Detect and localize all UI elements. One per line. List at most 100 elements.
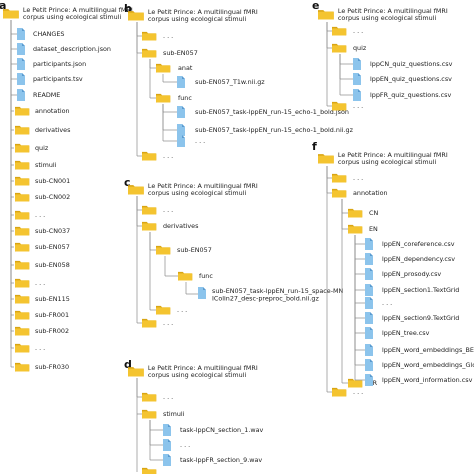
folder-icon [15, 125, 30, 135]
folder-icon [15, 362, 30, 372]
tree-item-label: . . . [353, 102, 363, 110]
folder-icon [156, 245, 171, 255]
tree-item-label: CN [369, 209, 378, 217]
tree-item-label: . . . [353, 388, 363, 396]
file-icon [17, 89, 25, 101]
file-icon [365, 359, 373, 371]
folder-icon [348, 208, 363, 218]
tree-item-label: . . . [163, 152, 173, 160]
tree-item-label: lppEN_word_information.csv [382, 376, 473, 384]
tree-item-label: lppEN_section1.TextGrid [382, 286, 459, 294]
tree-item-label: dataset_description.json [33, 45, 111, 53]
tree-item-label: sub-FR030 [35, 363, 69, 371]
file-icon [163, 439, 171, 451]
folder-icon [15, 310, 30, 320]
folder-icon [142, 31, 157, 41]
tree-item-label: . . . [353, 27, 363, 35]
root-title-line1: Le Petit Prince: A multilingual fMRI [148, 8, 258, 16]
tree-item-label: . . . [180, 441, 190, 449]
tree-item-label: lppEN_section9.TextGrid [382, 314, 459, 322]
panel-b-label: b [124, 2, 132, 15]
tree-item-label: lppEN_word_embeddings_GloVe.csv [382, 361, 474, 369]
tree-item-label: sub-EN057 [163, 49, 198, 57]
root-title-line1: Le Petit Prince: A multilingual fMRI [148, 364, 258, 372]
tree-item-label: annotation [35, 107, 70, 115]
tree-item-label: quiz [35, 144, 49, 152]
tree-item-label: . . . [163, 206, 173, 214]
tree-item-label: lppFR_quiz_questions.csv [370, 91, 451, 99]
root-folder-icon [128, 367, 144, 377]
folder-icon [15, 326, 30, 336]
tree-item-label: . . . [163, 319, 173, 327]
folder-icon [15, 192, 30, 202]
tree-item-label: sub-EN057_task-lppEN_run-15_echo-1_bold.… [195, 108, 349, 116]
tree-item-label: sub-EN057 [35, 243, 70, 251]
tree-item-label: lppEN_coreference.csv [382, 240, 455, 248]
tree-item-label: quiz [353, 44, 367, 52]
tree-item-label: . . . [382, 299, 392, 307]
tree-item-label: derivatives [35, 126, 71, 134]
tree-item-label: lppEN_dependency.csv [382, 255, 455, 263]
file-icon [177, 135, 185, 147]
root-folder-icon [318, 154, 334, 164]
root-folder-icon [128, 185, 144, 195]
root-title-line1: Le Petit Prince: A multilingual fMRI [338, 151, 448, 159]
tree-item-label: sub-CN001 [35, 177, 70, 185]
file-icon [365, 374, 373, 386]
tree-item-label: lppEN_prosody.csv [382, 270, 441, 278]
folder-icon [332, 26, 347, 36]
root-title-line2: corpus using ecological stimuli [148, 189, 247, 197]
folder-icon [178, 271, 193, 281]
file-icon [353, 58, 361, 70]
file-icon [365, 284, 373, 296]
file-icon [17, 73, 25, 85]
folder-icon [15, 226, 30, 236]
folder-icon [15, 278, 30, 288]
file-icon [365, 297, 373, 309]
panel-c-label: c [124, 176, 131, 189]
root-title-line2: corpus using ecological stimuli [23, 13, 122, 21]
folder-icon [15, 160, 30, 170]
tree-item-label: . . . [353, 174, 363, 182]
tree-item-label: sub-CN002 [35, 193, 70, 201]
folder-icon [15, 210, 30, 220]
folder-icon [332, 43, 347, 53]
file-icon [353, 73, 361, 85]
tree-item-label: annotation [353, 189, 388, 197]
file-icon [365, 344, 373, 356]
folder-icon [142, 467, 157, 474]
tree-item-label: sub-EN057_task-lppEN_run-15_echo-1_bold.… [195, 126, 354, 134]
tree-item-label: stimuli [35, 161, 57, 169]
folder-icon [15, 106, 30, 116]
tree-item-label: sub-CN037 [35, 227, 70, 235]
root-title-line1: Le Petit Prince: A multilingual fMRI [23, 6, 133, 14]
folder-icon [156, 93, 171, 103]
panel-a-label: a [0, 0, 6, 12]
tree-item-label: sub-EN115 [35, 295, 70, 303]
file-icon [17, 58, 25, 70]
tree-item-label: sub-EN057_T1w.nii.gz [195, 78, 265, 86]
file-icon [177, 124, 185, 136]
tree-item-label: . . . [163, 393, 173, 401]
folder-icon [142, 151, 157, 161]
folder-icon [156, 63, 171, 73]
tree-item-label: CHANGES [33, 30, 64, 38]
file-icon [163, 424, 171, 436]
tree-item-label: task-lppCN_section_1.wav [180, 426, 264, 434]
folder-icon [348, 224, 363, 234]
file-icon [365, 253, 373, 265]
tree-item-label: EN [369, 225, 378, 233]
panel-f-label: f [312, 140, 317, 153]
tree-item-label: . . . [35, 344, 45, 352]
root-title-line2: corpus using ecological stimuli [148, 15, 247, 23]
root-title-line1: Le Petit Prince: A multilingual fMRI [148, 182, 258, 190]
tree-item-label: . . . [35, 211, 45, 219]
folder-icon [15, 143, 30, 153]
tree-item-label: participants.tsv [33, 75, 83, 83]
tree-item-label: stimuli [163, 410, 185, 418]
tree-item-label: task-lppFR_section_9.wav [180, 456, 262, 464]
folder-icon [142, 409, 157, 419]
file-icon [365, 312, 373, 324]
folder-icon [15, 294, 30, 304]
file-icon [17, 28, 25, 40]
